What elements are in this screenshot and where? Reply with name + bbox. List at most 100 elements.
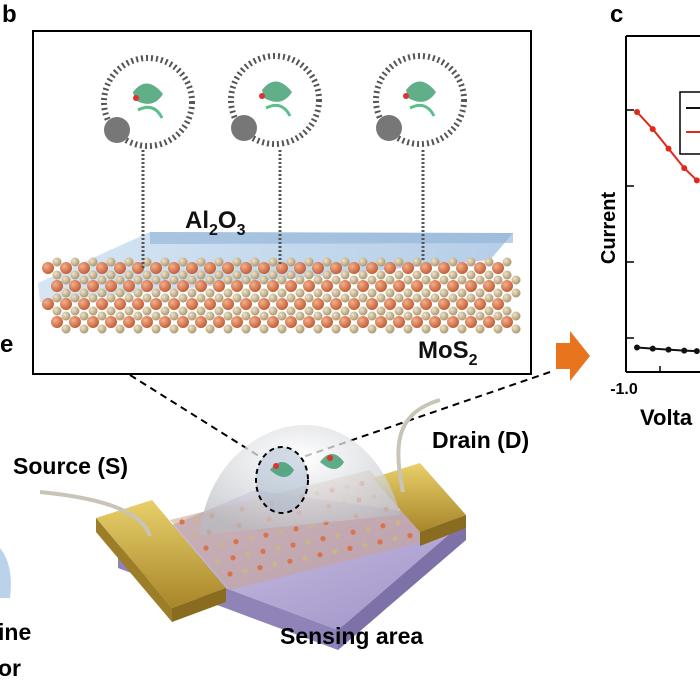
partial-left-label-line1: ine bbox=[0, 619, 31, 645]
s-atom bbox=[115, 288, 125, 298]
mo-atom bbox=[294, 298, 306, 310]
s-atom bbox=[448, 257, 458, 267]
s-atom bbox=[286, 306, 296, 316]
channel-atom bbox=[317, 552, 323, 558]
s-atom bbox=[421, 324, 431, 334]
s-atom bbox=[160, 306, 170, 316]
series-layer bbox=[634, 109, 700, 355]
channel-atom bbox=[257, 565, 263, 571]
s-atom bbox=[403, 288, 413, 298]
s-atom bbox=[241, 275, 251, 285]
s-atom bbox=[304, 306, 314, 316]
channel-atom bbox=[248, 535, 254, 542]
s-atom bbox=[61, 311, 71, 321]
mo-atom bbox=[195, 316, 207, 328]
mo-atom bbox=[60, 298, 72, 310]
s-atom bbox=[304, 270, 314, 280]
channel-atom bbox=[218, 542, 224, 548]
mo-atom bbox=[114, 298, 126, 310]
s-atom bbox=[160, 270, 170, 280]
mo-atom bbox=[420, 298, 432, 310]
x-axis-label: Volta bbox=[640, 405, 693, 430]
channel-atom bbox=[215, 558, 221, 564]
s-atom bbox=[349, 324, 359, 334]
mo-atom bbox=[438, 298, 450, 310]
s-atom bbox=[124, 306, 134, 316]
s-atom bbox=[268, 293, 278, 303]
zoom-line-left bbox=[129, 374, 263, 459]
s-atom bbox=[295, 275, 305, 285]
s-atom bbox=[52, 293, 62, 303]
channel-atom bbox=[347, 545, 353, 552]
mo-atom bbox=[402, 298, 414, 310]
mo-atom bbox=[222, 262, 234, 274]
mo-atom bbox=[105, 316, 117, 328]
mo-atom bbox=[393, 280, 405, 292]
channel-atom bbox=[302, 555, 308, 561]
channel-atom bbox=[233, 539, 239, 545]
s-atom bbox=[493, 288, 503, 298]
mo-atom bbox=[501, 316, 513, 328]
s-atom bbox=[412, 270, 422, 280]
s-atom bbox=[412, 306, 422, 316]
s-atom bbox=[106, 257, 116, 267]
s-atom bbox=[259, 275, 269, 285]
channel-atom bbox=[362, 542, 368, 548]
s-atom bbox=[259, 311, 269, 321]
s-atom bbox=[439, 311, 449, 321]
s-atom bbox=[241, 288, 251, 298]
channel-atom bbox=[245, 552, 251, 558]
mo-atom bbox=[258, 298, 270, 310]
mo-atom bbox=[321, 316, 333, 328]
channel-atom bbox=[287, 558, 293, 564]
mo-atom bbox=[285, 316, 297, 328]
mo-atom bbox=[393, 316, 405, 328]
s-atom bbox=[133, 311, 143, 321]
mo-atom bbox=[339, 316, 351, 328]
s-atom bbox=[511, 324, 521, 334]
s-atom bbox=[205, 311, 215, 321]
mo-atom bbox=[51, 280, 63, 292]
s-atom bbox=[88, 293, 98, 303]
s-atom bbox=[322, 270, 332, 280]
s-atom bbox=[196, 293, 206, 303]
s-atom bbox=[232, 293, 242, 303]
s-atom bbox=[295, 324, 305, 334]
s-atom bbox=[385, 311, 395, 321]
s-atom bbox=[322, 257, 332, 267]
channel-atom bbox=[203, 545, 209, 551]
channel-atom bbox=[263, 532, 269, 538]
s-atom bbox=[214, 270, 224, 280]
s-atom bbox=[178, 293, 188, 303]
mo-atom bbox=[303, 316, 315, 328]
source-label: Source (S) bbox=[13, 453, 128, 479]
s-atom bbox=[79, 275, 89, 285]
channel-atom bbox=[260, 548, 266, 555]
s-atom bbox=[439, 324, 449, 334]
s-atom bbox=[448, 293, 458, 303]
mo-atom bbox=[96, 262, 108, 274]
mo-atom bbox=[150, 298, 162, 310]
mo-atom bbox=[276, 262, 288, 274]
s-atom bbox=[232, 257, 242, 267]
s-atom bbox=[313, 311, 323, 321]
mo-atom bbox=[312, 262, 324, 274]
mo-atom bbox=[312, 298, 324, 310]
s-atom bbox=[241, 324, 251, 334]
mo-atom bbox=[213, 280, 225, 292]
s-atom bbox=[52, 257, 62, 267]
channel-atom bbox=[350, 529, 356, 535]
data-point-black bbox=[693, 348, 700, 355]
s-atom bbox=[115, 324, 125, 334]
s-atom bbox=[385, 288, 395, 298]
s-atom bbox=[367, 311, 377, 321]
s-atom bbox=[331, 311, 341, 321]
s-atom bbox=[178, 257, 188, 267]
s-atom bbox=[88, 306, 98, 316]
mo-atom bbox=[204, 298, 216, 310]
mo-atom bbox=[411, 316, 423, 328]
s-atom bbox=[394, 257, 404, 267]
s-atom bbox=[250, 306, 260, 316]
mo-atom bbox=[339, 280, 351, 292]
s-atom bbox=[205, 288, 215, 298]
